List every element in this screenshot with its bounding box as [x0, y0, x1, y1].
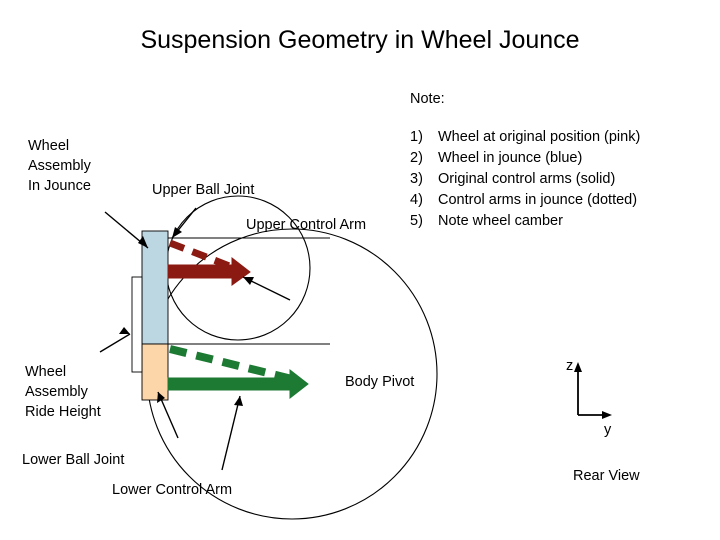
label-lower-ball-joint: Lower Ball Joint	[22, 452, 125, 468]
list-item: 2) Wheel in jounce (blue)	[410, 150, 640, 171]
note-number: 4)	[410, 192, 423, 208]
label-axis-z: z	[566, 358, 574, 374]
note-list: 1) Wheel at original position (pink) 2) …	[410, 129, 640, 234]
leader-arrow-lower-control-arm	[221, 395, 243, 471]
label-line: Wheel	[28, 138, 70, 154]
label-line: Ride Height	[25, 404, 101, 420]
label-line: Assembly	[28, 158, 91, 174]
upper-control-arm-original	[167, 256, 251, 286]
note-heading: Note:	[410, 91, 445, 107]
label-upper-ball-joint: Upper Ball Joint	[152, 182, 255, 198]
note-text: Wheel at original position (pink)	[438, 129, 641, 145]
label-line: Wheel	[25, 364, 67, 380]
wheel-rect-ride-height	[141, 343, 169, 401]
label-body-pivot: Body Pivot	[345, 374, 415, 390]
wheel-rect-jounce	[141, 230, 169, 345]
note-text: Control arms in jounce (dotted)	[438, 192, 638, 208]
note-text: Note wheel camber	[438, 213, 563, 229]
lower-control-arm-jounce	[169, 345, 301, 385]
label-wheel-assembly-ride-height: Wheel Assembly Ride Height	[25, 362, 101, 422]
note-number: 3)	[410, 171, 423, 187]
label-line: Assembly	[25, 384, 88, 400]
label-wheel-assembly-in-jounce: Wheel Assembly In Jounce	[28, 136, 91, 196]
leader-arrow-wheel-ride-height	[99, 327, 131, 353]
page-title: Suspension Geometry in Wheel Jounce	[140, 26, 580, 54]
note-number: 1)	[410, 129, 423, 145]
leader-arrow-wheel-jounce	[104, 211, 149, 249]
note-number: 2)	[410, 150, 423, 166]
label-rear-view: Rear View	[573, 468, 640, 484]
list-item: 5) Note wheel camber	[410, 213, 640, 234]
label-lower-control-arm: Lower Control Arm	[112, 482, 233, 498]
leader-arrow-upper-ball-joint	[171, 207, 197, 239]
leader-arrow-lower-ball-joint	[157, 391, 179, 439]
note-text: Wheel in jounce (blue)	[438, 150, 583, 166]
list-item: 1) Wheel at original position (pink)	[410, 129, 640, 150]
upper-control-arm-jounce	[168, 239, 247, 276]
note-number: 5)	[410, 213, 423, 229]
label-upper-control-arm: Upper Control Arm	[246, 217, 367, 233]
label-axis-y: y	[604, 422, 612, 438]
note-text: Original control arms (solid)	[438, 171, 616, 187]
list-item: 4) Control arms in jounce (dotted)	[410, 192, 640, 213]
list-item: 3) Original control arms (solid)	[410, 171, 640, 192]
wheel-backing-strip	[131, 276, 143, 373]
label-line: In Jounce	[28, 178, 91, 194]
axis-indicator	[574, 362, 612, 419]
leader-arrow-upper-control-arm	[242, 276, 291, 301]
